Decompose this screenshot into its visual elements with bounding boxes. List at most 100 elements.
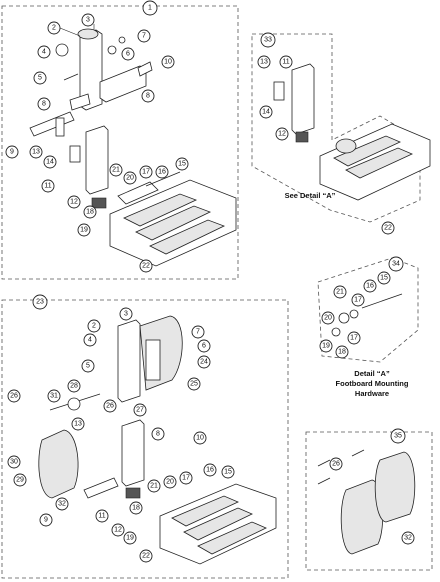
callout-a34-16: 16 [363, 279, 377, 293]
svg-text:5: 5 [86, 363, 90, 370]
svg-text:8: 8 [156, 431, 160, 438]
callout-a23-26b: 26 [103, 399, 117, 413]
svg-text:34: 34 [392, 261, 400, 268]
cap-a1 [91, 197, 107, 209]
screw3-a35 [351, 449, 365, 457]
hub-a33 [335, 138, 357, 154]
svg-text:2: 2 [92, 323, 96, 330]
hinge-block-a23 [145, 339, 161, 381]
callout-a1-15: 15 [175, 157, 189, 171]
svg-text:26: 26 [106, 403, 114, 410]
callout-a23-24: 24 [197, 355, 211, 369]
svg-text:30: 30 [10, 459, 18, 466]
cap-a33 [295, 131, 309, 143]
clip-a1 [137, 61, 153, 77]
callout-a23-7: 7 [191, 325, 205, 339]
svg-text:21: 21 [112, 167, 120, 174]
svg-text:24: 24 [200, 359, 208, 366]
callout-a23-4: 4 [83, 333, 97, 347]
lower-bracket-a1 [69, 145, 81, 163]
assembly-35-frame [305, 431, 433, 571]
callout-a23-9: 9 [39, 513, 53, 527]
assembly-35-group: 35 26 32 [305, 428, 433, 571]
callout-a1-8b: 8 [141, 89, 155, 103]
callout-a23-6: 6 [197, 339, 211, 353]
svg-text:6: 6 [202, 343, 206, 350]
svg-text:32: 32 [404, 535, 412, 542]
assembly-23-callout: 23 [32, 294, 48, 310]
tube-a23 [117, 319, 141, 403]
callout-a1-8a: 8 [37, 97, 51, 111]
bolt-a1 [145, 171, 181, 187]
svg-text:26: 26 [332, 461, 340, 468]
svg-text:22: 22 [384, 225, 392, 232]
svg-text:20: 20 [126, 175, 134, 182]
svg-text:1: 1 [148, 5, 152, 12]
svg-text:18: 18 [86, 209, 94, 216]
bracket-a1 [69, 93, 91, 111]
calf-pad-left-a23 [38, 429, 79, 499]
svg-text:18: 18 [132, 505, 140, 512]
callout-a1-18: 18 [83, 205, 97, 219]
callout-a34-17a: 17 [351, 293, 365, 307]
svg-text:26: 26 [10, 393, 18, 400]
assembly-35-callout: 35 [390, 428, 406, 444]
callout-a23-31: 31 [47, 389, 61, 403]
callout-a1-10: 10 [161, 55, 175, 69]
callout-a23-11: 11 [95, 509, 109, 523]
svg-text:7: 7 [196, 329, 200, 336]
svg-text:16: 16 [158, 169, 166, 176]
callout-a33-14: 14 [259, 105, 273, 119]
callout-a23-12: 12 [111, 523, 125, 537]
callout-a23-18: 18 [129, 501, 143, 515]
callout-a23-28: 28 [67, 379, 81, 393]
tube-a33 [291, 63, 315, 135]
callout-a33-11: 11 [279, 55, 293, 69]
svg-text:6: 6 [126, 51, 130, 58]
svg-text:17: 17 [350, 335, 358, 342]
callout-a23-21: 21 [147, 479, 161, 493]
callout-a23-30: 30 [7, 455, 21, 469]
svg-text:2: 2 [52, 25, 56, 32]
callout-a34-20: 20 [321, 311, 335, 325]
svg-text:29: 29 [16, 477, 24, 484]
svg-text:19: 19 [80, 227, 88, 234]
washer-a1 [107, 45, 117, 55]
svg-text:27: 27 [136, 407, 144, 414]
clamp-plate-a1 [99, 65, 147, 103]
rib2-a23 [183, 507, 253, 541]
svg-text:16: 16 [206, 467, 214, 474]
strap-a23 [83, 477, 119, 499]
rib1-a33 [333, 135, 401, 167]
svg-text:16: 16 [366, 283, 374, 290]
pad-back-a35 [374, 451, 416, 523]
nut-a1 [118, 36, 126, 44]
svg-text:31: 31 [50, 393, 58, 400]
svg-text:17: 17 [182, 475, 190, 482]
svg-text:7: 7 [142, 33, 146, 40]
svg-text:4: 4 [88, 337, 92, 344]
detail-title: Detail “A” [354, 369, 390, 378]
lower-tube-a1 [85, 125, 109, 195]
svg-text:8: 8 [146, 93, 150, 100]
detail-line3: Hardware [355, 389, 389, 398]
svg-text:19: 19 [322, 343, 330, 350]
svg-text:23: 23 [36, 299, 44, 306]
see-detail-caption: See Detail “A” [285, 191, 336, 200]
tube-cap-a1 [77, 28, 99, 40]
callout-a1-9: 9 [5, 145, 19, 159]
callout-a34-21: 21 [333, 285, 347, 299]
callout-a1-13: 13 [29, 145, 43, 159]
callout-a23-13: 13 [71, 417, 85, 431]
lower-tube-a23 [121, 419, 145, 487]
svg-text:35: 35 [394, 433, 402, 440]
screw2-a35 [317, 477, 331, 485]
svg-text:21: 21 [336, 289, 344, 296]
callout-a1-14: 14 [43, 155, 57, 169]
callout-a1-17: 17 [139, 165, 153, 179]
svg-text:15: 15 [224, 469, 232, 476]
callout-a23-5: 5 [81, 359, 95, 373]
callout-a23-2: 2 [87, 319, 101, 333]
svg-text:32: 32 [58, 501, 66, 508]
